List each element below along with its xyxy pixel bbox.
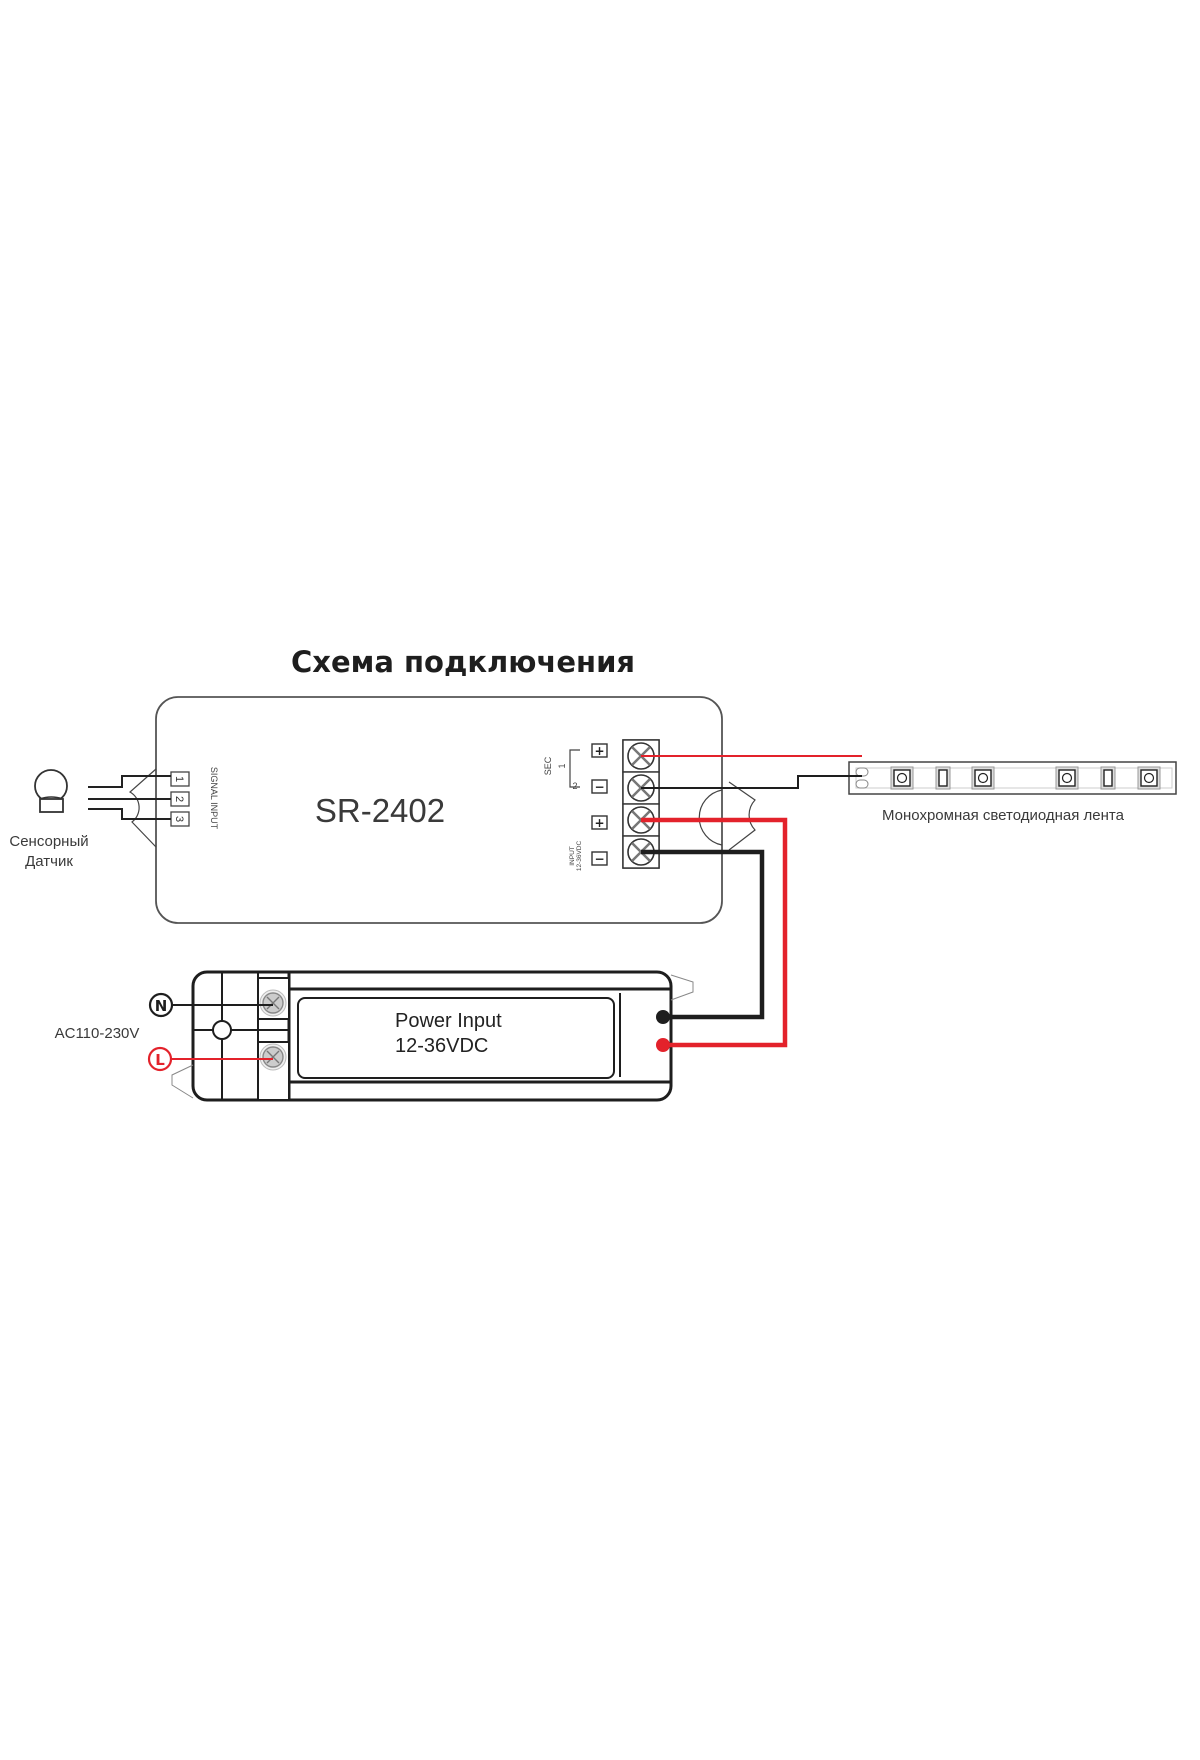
strip-negative-wire xyxy=(641,775,862,789)
sec-label: SEC xyxy=(543,756,553,775)
motion-sensor: Сенсорный Датчик xyxy=(9,769,89,870)
led-pad-negative xyxy=(855,779,869,789)
input-range-label: 12-36VDC xyxy=(576,841,583,872)
sec-channel-label: 1 xyxy=(557,763,567,768)
psu-positive-wire xyxy=(641,817,788,1048)
psu-screw-live xyxy=(259,1043,287,1071)
power-supply-unit: Power Input 12-36VDC xyxy=(191,970,673,1102)
wire-break-symbol-right xyxy=(698,781,756,851)
sensor-base-icon xyxy=(39,798,64,813)
led-chip-2 xyxy=(971,766,995,790)
signal-input-label: SIGNAL INPUT xyxy=(209,767,219,830)
signal-pin-1 xyxy=(170,771,190,787)
led-chip-1 xyxy=(890,766,914,790)
live-symbol-letter: L xyxy=(155,1051,165,1069)
led-strip-label: Монохромная светодиодная лента xyxy=(882,807,1125,824)
signal-pin-3-label: 3 xyxy=(173,816,185,822)
psu-connector-left-icon xyxy=(171,1064,194,1099)
led-chip-3 xyxy=(1055,766,1079,790)
ac-voltage-label: AC110-230V xyxy=(55,1025,140,1042)
psu-connector-right-icon xyxy=(670,974,694,1001)
input-label: INPUT xyxy=(569,846,576,866)
input-minus-box xyxy=(591,851,608,866)
resistor-1 xyxy=(935,766,951,790)
input-minus-sign: − xyxy=(594,852,604,866)
input-plus-box xyxy=(591,815,608,830)
live-symbol-icon: L xyxy=(147,1046,173,1072)
psu-label-panel xyxy=(297,997,615,1079)
sec-bracket xyxy=(569,749,580,788)
led-chip-4 xyxy=(1137,766,1161,790)
signal-pin-2-label: 2 xyxy=(173,796,185,802)
psu-negative-wire xyxy=(641,849,765,1020)
diagram-title: Схема подключения xyxy=(291,645,635,679)
psu-label-line2: 12-36VDC xyxy=(395,1035,488,1057)
controller-model-label: SR-2402 xyxy=(315,792,445,829)
sec-plus-box xyxy=(591,743,608,758)
controller-unit: SR-2402 1 2 3 SIGNAL INPUT SEC 1 2 + − +… xyxy=(155,696,723,924)
input-plus-sign: + xyxy=(594,816,604,830)
terminal-block xyxy=(622,739,660,869)
neutral-symbol-icon: N xyxy=(148,992,174,1018)
sec-minus-sign: − xyxy=(594,780,604,794)
psu-ground-node xyxy=(212,1020,232,1040)
resistor-2 xyxy=(1100,766,1116,790)
signal-input-pins: 1 2 3 SIGNAL INPUT xyxy=(170,767,219,830)
wire-break-symbol-left xyxy=(128,768,157,848)
signal-pin-1-label: 1 xyxy=(173,776,185,782)
sec-minus-box xyxy=(591,779,608,794)
psu-label-line1: Power Input xyxy=(395,1010,502,1032)
sec-plus-sign: + xyxy=(594,744,604,758)
led-strip: Монохромная светодиодная лента xyxy=(848,761,1177,824)
led-pad-positive xyxy=(855,767,869,777)
sensor-wires xyxy=(88,775,171,820)
neutral-symbol-letter: N xyxy=(155,997,168,1015)
controller-body xyxy=(155,696,723,924)
terminal-labels: SEC 1 2 + − + − INPUT 12-36VDC xyxy=(543,743,608,872)
sensor-label-line1: Сенсорный xyxy=(9,833,88,850)
psu-screw-neutral xyxy=(259,989,287,1017)
sec-channel-2-mark: 2 xyxy=(572,781,577,791)
dc-wires xyxy=(641,755,862,1048)
sensor-label-line2: Датчик xyxy=(25,853,73,870)
